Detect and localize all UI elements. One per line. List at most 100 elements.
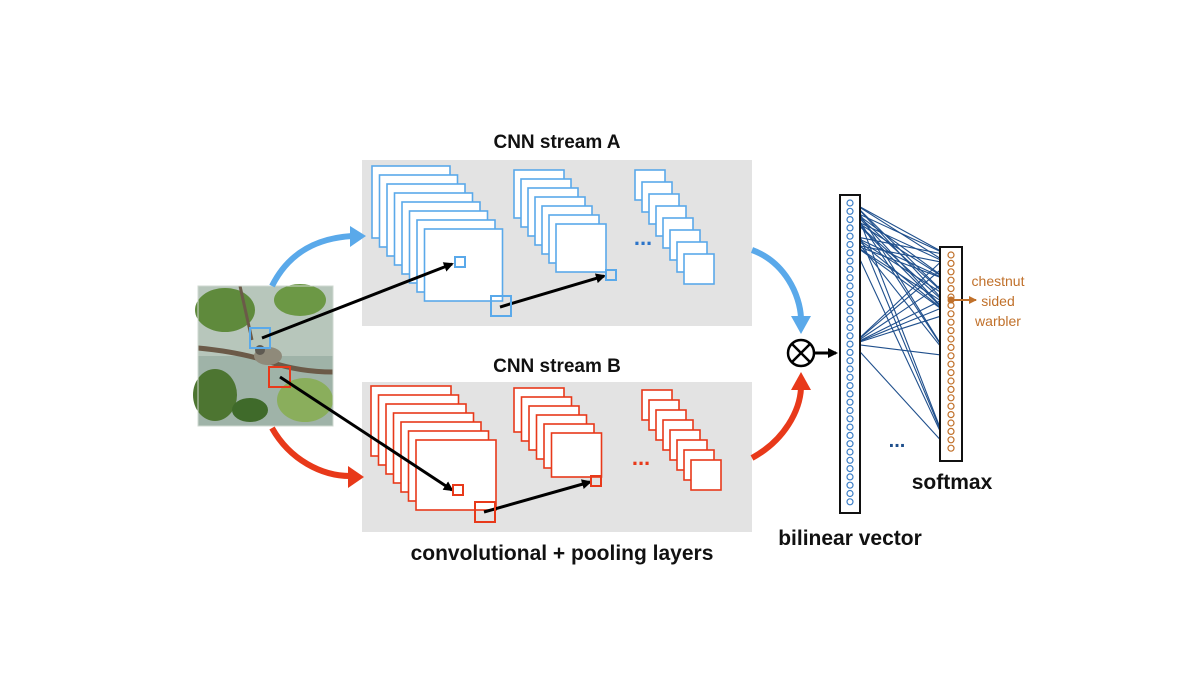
- arrow-map-a-to-next: [499, 273, 606, 309]
- bilinear-unit: [846, 431, 854, 439]
- map-b-patch-2: [474, 501, 496, 523]
- softmax-unit: [947, 310, 955, 318]
- fc-connection: [852, 235, 949, 281]
- bilinear-unit: [846, 249, 854, 257]
- softmax-units: [947, 251, 955, 452]
- bilinear-unit: [846, 315, 854, 323]
- fc-connection: [852, 202, 949, 256]
- bilinear-unit: [846, 340, 854, 348]
- bilinear-unit: [846, 240, 854, 249]
- softmax-unit: [947, 259, 955, 267]
- bilinear-unit: [846, 481, 854, 489]
- bilinear-unit: [846, 282, 854, 290]
- bilinear-unit: [846, 440, 854, 448]
- arrow-patch-to-map-b: [279, 375, 454, 492]
- stream-b-map-2-layer: [550, 432, 603, 478]
- arrow-image-to-stream-a: [269, 233, 353, 288]
- arrow-patch-to-map-a: [261, 262, 454, 340]
- bilinear-unit: [846, 199, 854, 207]
- fully-connected-weights: [852, 202, 949, 449]
- fc-connection: [852, 243, 949, 281]
- softmax-unit: [947, 360, 955, 368]
- bilinear-unit: [846, 365, 854, 373]
- softmax-unit: [947, 285, 955, 293]
- fc-connection: [852, 244, 949, 449]
- stream-a-ellipsis: ...: [634, 225, 652, 250]
- bilinear-unit: [846, 373, 854, 381]
- predicted-unit-dot: [947, 296, 955, 304]
- bilinear-unit: [846, 465, 854, 473]
- map-b-patch-1: [452, 484, 464, 496]
- fc-ellipsis: ...: [889, 430, 906, 452]
- fc-connection: [852, 243, 949, 264]
- class-label: chestnut sided warbler: [972, 273, 1025, 329]
- bilinear-unit: [846, 274, 854, 282]
- bilinear-unit: [846, 473, 854, 481]
- arrow-map-b-to-next: [483, 479, 592, 514]
- fc-connection: [852, 202, 949, 449]
- bilinear-unit: [846, 489, 854, 498]
- map-a-patch-1: [454, 256, 466, 268]
- arrow-image-to-stream-b: [269, 426, 351, 479]
- stream-b-ellipsis: ...: [632, 445, 650, 470]
- softmax-unit: [947, 343, 955, 351]
- fc-connection: [852, 235, 949, 298]
- class-label-line-1: chestnut: [972, 273, 1025, 289]
- softmax-unit: [947, 385, 955, 393]
- stream-a-map-1-layer: [423, 228, 504, 302]
- conv-pool-label: convolutional + pooling layers: [411, 542, 714, 565]
- bilinear-unit: [846, 357, 854, 365]
- softmax-unit: [947, 251, 955, 259]
- outer-product-icon: [786, 338, 816, 368]
- softmax-unit: [947, 268, 955, 276]
- fc-connection: [852, 219, 949, 449]
- bilinear-unit: [846, 332, 854, 340]
- bilinear-unit: [846, 257, 854, 265]
- bilinear-unit: [846, 224, 854, 232]
- bilinear-unit: [846, 406, 854, 415]
- map-a-patch-3: [605, 269, 617, 281]
- softmax-unit: [947, 402, 955, 410]
- fc-connection: [852, 313, 949, 345]
- bilinear-label: bilinear vector: [778, 527, 922, 550]
- softmax-label: softmax: [912, 471, 993, 494]
- fc-connection: [852, 235, 949, 256]
- image-patch-a: [249, 327, 271, 349]
- softmax-unit: [947, 411, 955, 419]
- bilinear-unit: [846, 265, 854, 273]
- fc-connection: [852, 304, 949, 345]
- softmax-unit: [947, 352, 955, 360]
- softmax-unit: [947, 276, 955, 284]
- stream-a-feature-maps: [371, 165, 715, 302]
- stream-b-feature-maps: [370, 385, 722, 511]
- fc-connection: [852, 254, 949, 345]
- fc-connection: [852, 343, 949, 357]
- stream-b-map-3-layer: [690, 459, 722, 491]
- softmax-unit: [947, 436, 955, 444]
- bird-photo: [193, 284, 334, 427]
- bilinear-unit: [846, 456, 854, 464]
- bilinear-unit: [846, 299, 854, 307]
- fc-connection: [852, 244, 949, 306]
- bilinear-unit: [846, 216, 854, 224]
- stream-a-map-2-layer: [555, 223, 607, 273]
- bilinear-unit: [846, 207, 854, 215]
- stream-a-title: CNN stream A: [493, 132, 620, 153]
- softmax-unit: [947, 327, 955, 335]
- arrow-stream-b-to-product: [750, 387, 804, 461]
- softmax-unit: [947, 394, 955, 402]
- softmax-unit: [947, 318, 955, 326]
- bilinear-unit: [846, 348, 854, 356]
- bilinear-unit: [846, 390, 854, 398]
- bilinear-unit: [846, 423, 854, 431]
- bilinear-unit: [846, 398, 854, 406]
- bilinear-unit: [846, 498, 854, 506]
- stream-b-title: CNN stream B: [493, 356, 621, 377]
- image-patch-b: [268, 366, 291, 388]
- softmax-unit: [947, 369, 955, 377]
- softmax-unit: [947, 335, 955, 343]
- class-label-line-3: warbler: [974, 313, 1021, 329]
- fc-connection: [852, 343, 949, 449]
- class-label-line-2: sided: [981, 293, 1014, 309]
